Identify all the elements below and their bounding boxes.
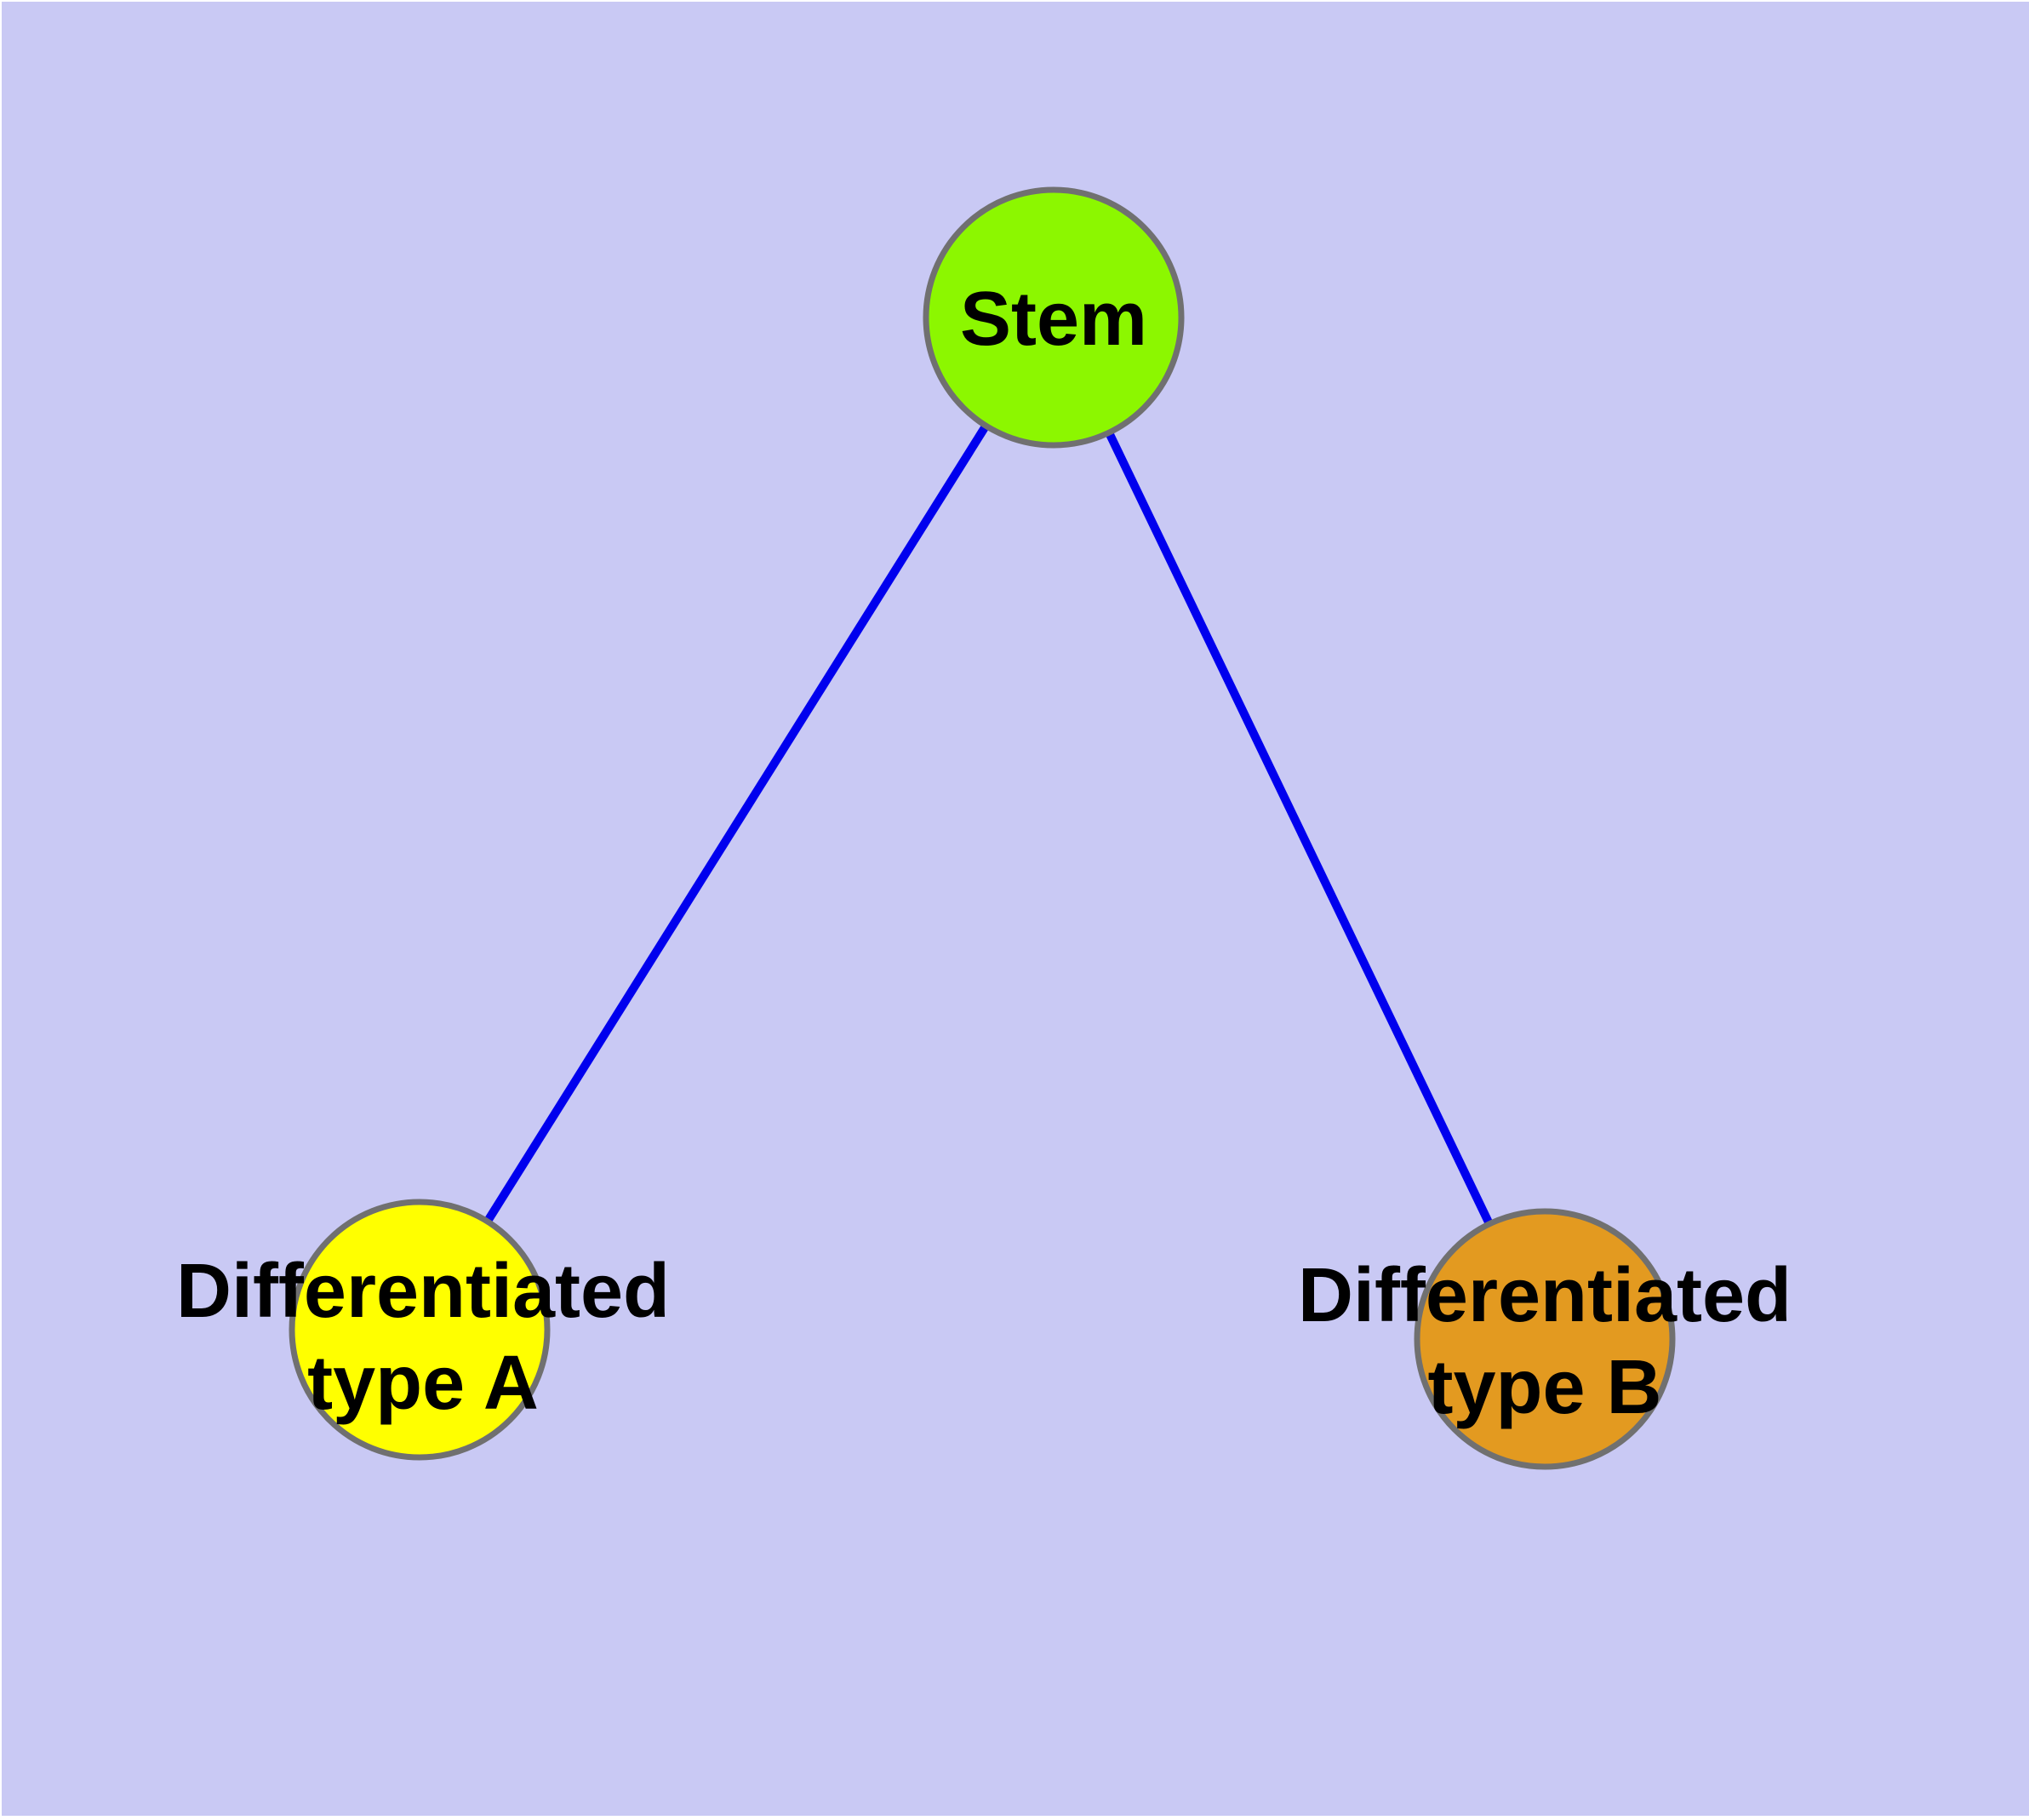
node-stem: Stem (923, 186, 1185, 449)
edge-stem-to-type-a (415, 315, 1058, 1332)
node-stem-circle (923, 186, 1185, 449)
node-type-b-circle (1414, 1208, 1676, 1470)
node-differentiated-type-a: Differentiated type A (176, 1199, 670, 1461)
node-type-a-label-line2: type A (307, 1341, 539, 1426)
node-differentiated-type-b: Differentiated type B (1298, 1208, 1792, 1470)
node-type-b-label-line1: Differentiated (1298, 1253, 1792, 1338)
edge-stem-to-type-b (1049, 315, 1549, 1342)
node-type-a-label-line1: Differentiated (176, 1249, 670, 1334)
node-type-b-label-line2: type B (1427, 1345, 1661, 1430)
node-stem-label: Stem (960, 277, 1147, 362)
node-type-a-circle (289, 1199, 551, 1461)
